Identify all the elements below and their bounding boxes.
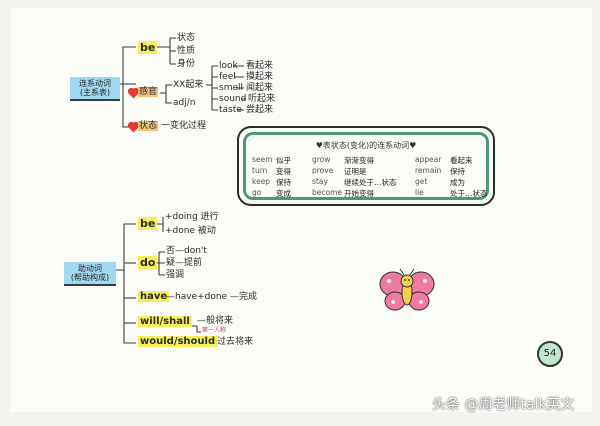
watermark: 头条 @周老师talk英文	[432, 397, 575, 413]
box-title: ♥表状态(变化)的连系动词♥	[315, 141, 417, 150]
box-verb-keep: keep	[252, 177, 271, 186]
box-verb-lie: lie	[415, 188, 424, 197]
state-desc: 一变化过程	[161, 121, 207, 131]
box-verb-keep-cn: 保持	[276, 178, 291, 187]
state-node: 状态	[138, 121, 159, 131]
change-verbs-box-inner: ♥表状态(变化)的连系动词♥ seem 似乎 grow 渐渐变得 appear …	[243, 132, 489, 200]
box-verb-stay: stay	[312, 177, 328, 186]
box-verb-get: get	[415, 177, 428, 186]
verb-sound-cn: 听起来	[248, 94, 276, 104]
box-verb-become-cn: 开始变得	[344, 189, 374, 198]
verb-smell: smell	[219, 83, 243, 93]
aux-will-note: 第一人称	[202, 327, 227, 334]
verb-taste-cn: 尝起来	[246, 105, 274, 115]
aux-do-node: do	[138, 256, 158, 269]
box-verb-grow: grow	[312, 155, 331, 164]
box-verb-go-cn: 变成	[276, 189, 291, 198]
butterfly-icon	[379, 268, 435, 311]
box-verb-seem-cn: 似乎	[276, 156, 291, 165]
verb-look-cn: 看起来	[246, 61, 274, 71]
aux-be-doing: +doing 进行	[165, 212, 219, 222]
aux-do-negative: 否—don't	[166, 246, 207, 256]
aux-do-emphasis: 强调	[166, 270, 185, 280]
sense-node: 感官	[138, 87, 159, 97]
be-item-nature: 性质	[177, 46, 196, 56]
sense-adj-label: adj/n	[173, 98, 196, 108]
aux-be-node: be	[138, 217, 158, 230]
verb-look: look	[219, 61, 238, 71]
aux-will-node: will/shall	[138, 316, 192, 327]
be-item-identity: 身份	[177, 59, 196, 69]
box-verb-remain-cn: 保持	[450, 167, 465, 176]
box-verb-go: go	[252, 188, 262, 197]
aux-have-desc: —have+done —完成	[166, 292, 257, 302]
box-verb-prove-cn: 证明是	[344, 167, 367, 176]
box-verb-get-cn: 成为	[450, 178, 465, 187]
aux-would-node: would/should	[138, 336, 218, 347]
aux-have-node: have	[138, 291, 170, 302]
sense-xx-label: XX起来	[173, 80, 204, 90]
aux-would-desc: 过去将来	[217, 337, 254, 347]
change-verbs-box: ♥表状态(变化)的连系动词♥ seem 似乎 grow 渐渐变得 appear …	[237, 126, 495, 206]
box-verb-grow-cn: 渐渐变得	[344, 156, 374, 165]
box-verb-seem: seem	[252, 155, 273, 164]
box-verb-remain: remain	[415, 166, 442, 175]
auxiliary-verb-root: 助动词 (帮助构成)	[64, 262, 116, 287]
box-verb-turn: turn	[252, 166, 268, 175]
box-verb-become: become	[312, 188, 343, 197]
box-verb-turn-cn: 变得	[276, 167, 291, 176]
box-verb-prove: prove	[312, 166, 334, 175]
verb-feel: feel	[219, 72, 236, 82]
page-number: 54	[537, 341, 563, 367]
box-verb-appear: appear	[415, 155, 442, 164]
verb-smell-cn: 闻起来	[246, 83, 274, 93]
verb-feel-cn: 摸起来	[246, 72, 274, 82]
aux-will-desc: —般将来	[197, 316, 234, 326]
linking-verb-root: 连系动词 (主系表)	[70, 77, 120, 102]
be-node: be	[138, 41, 158, 54]
aux-do-question: 疑—提前	[166, 258, 203, 268]
verb-taste: taste	[219, 105, 242, 115]
aux-be-done: +done 被动	[165, 226, 216, 236]
box-verb-lie-cn: 处于…状态	[450, 189, 488, 198]
box-verb-stay-cn: 继续处于…状态	[344, 178, 397, 187]
verb-sound: sound	[219, 94, 247, 104]
box-verb-appear-cn: 看起来	[450, 156, 473, 165]
notebook-page	[10, 8, 592, 412]
be-item-state: 状态	[177, 33, 196, 43]
